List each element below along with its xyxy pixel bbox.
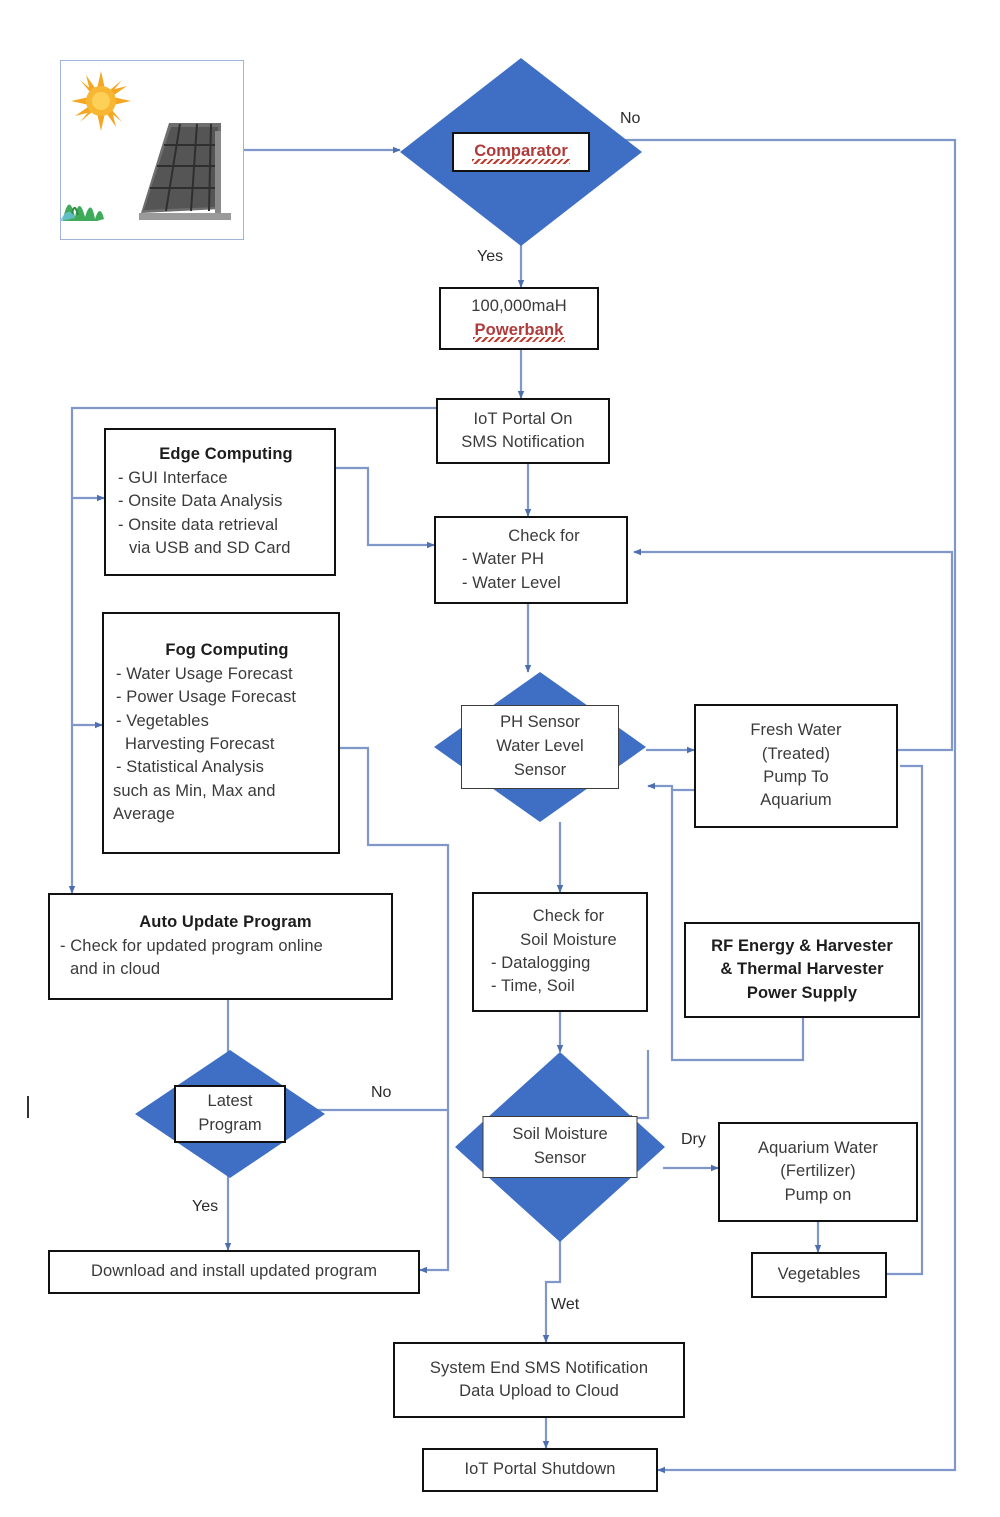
edge-computing-node[interactable]: Edge Computing - GUI Interface - Onsite …	[104, 428, 336, 576]
edge-fog-to-download-bus	[340, 746, 450, 1274]
auto-update-heading: Auto Update Program	[139, 913, 312, 932]
fog-computing-item-1: - Power Usage Forecast	[116, 688, 297, 707]
edge-computing-item-3: via USB and SD Card	[129, 539, 291, 558]
edge-label-soil-wet: Wet	[551, 1296, 580, 1313]
vegetables-node[interactable]: Vegetables	[751, 1252, 887, 1298]
edge-freshwater-to-checkwater	[633, 548, 954, 752]
check-soil-line4: - Time, Soil	[491, 977, 575, 996]
system-end-line1: System End SMS Notification	[429, 1358, 649, 1377]
auto-update-item-1: and in cloud	[70, 960, 161, 979]
iot-portal-line2: SMS Notification	[461, 433, 585, 451]
check-soil-line2: Soil Moisture	[520, 930, 617, 949]
fog-computing-item-4: - Statistical Analysis	[116, 758, 265, 777]
check-soil-node[interactable]: Check for Soil Moisture - Datalogging - …	[472, 892, 648, 1012]
system-end-line2: Data Upload to Cloud	[459, 1382, 619, 1400]
comparator-caption: Comparator	[452, 132, 590, 172]
fog-computing-item-0: - Water Usage Forecast	[116, 664, 293, 683]
fresh-water-line1: Fresh Water	[750, 721, 842, 740]
latest-program-caption: Latest Program	[174, 1085, 286, 1143]
ph-sensor-caption: PH Sensor Water Level Sensor	[461, 705, 619, 789]
edge-vegetables-feedback	[886, 764, 924, 1276]
edge-label-comparator-no: No	[620, 110, 641, 127]
edge-edge-to-checkwater	[336, 466, 435, 549]
latest-program-line2: Program	[198, 1116, 262, 1134]
powerbank-node[interactable]: 100,000maH Powerbank	[439, 287, 599, 350]
rf-energy-line1: RF Energy & Harvester	[711, 936, 893, 955]
aquarium-water-line2: (Fertilizer)	[780, 1162, 856, 1181]
fog-computing-item-3: Harvesting Forecast	[125, 735, 275, 753]
edge-computing-item-0: - GUI Interface	[118, 468, 228, 487]
fog-computing-heading: Fog Computing	[165, 641, 289, 660]
latest-program-decision[interactable]: Latest Program	[135, 1050, 325, 1178]
fog-computing-item-5: such as Min, Max and	[113, 781, 276, 800]
edge-comparator-no	[592, 138, 957, 1474]
aquarium-water-line1: Aquarium Water	[758, 1138, 878, 1157]
ph-sensor-decision[interactable]: PH Sensor Water Level Sensor	[434, 672, 646, 822]
iot-portal-on-node[interactable]: IoT Portal On SMS Notification	[436, 398, 610, 464]
auto-update-program-node[interactable]: Auto Update Program - Check for updated …	[48, 893, 393, 1000]
check-water-line3: - Water Level	[462, 573, 561, 592]
edge-computing-heading: Edge Computing	[159, 445, 293, 464]
edge-rf-to-freshwater-bus	[670, 790, 805, 1062]
soil-sensor-line1: Soil Moisture	[512, 1125, 608, 1144]
edge-label-latest-yes: Yes	[192, 1198, 219, 1215]
fog-computing-item-2: - Vegetables	[116, 711, 209, 730]
aquarium-water-node[interactable]: Aquarium Water (Fertilizer) Pump on	[718, 1122, 918, 1222]
edge-label-comparator-yes: Yes	[477, 248, 504, 265]
edge-soil-wet	[542, 1240, 562, 1343]
solar-panel-image	[60, 60, 244, 240]
fresh-water-line3: Pump To	[763, 768, 829, 786]
soil-sensor-caption: Soil Moisture Sensor	[482, 1116, 638, 1178]
portal-shutdown-label: IoT Portal Shutdown	[464, 1460, 616, 1479]
system-end-node[interactable]: System End SMS Notification Data Upload …	[393, 1342, 685, 1418]
ph-sensor-line2: Water Level	[496, 737, 584, 756]
powerbank-label: Powerbank	[472, 319, 566, 343]
rf-energy-node[interactable]: RF Energy & Harvester & Thermal Harveste…	[684, 922, 920, 1018]
iot-portal-line1: IoT Portal On	[473, 409, 573, 428]
edge-label-latest-no: No	[371, 1084, 392, 1101]
latest-program-line1: Latest	[207, 1092, 253, 1111]
fresh-water-line4: Aquarium	[760, 791, 832, 810]
fog-computing-item-6: Average	[113, 805, 175, 824]
aquarium-water-line3: Pump on	[784, 1185, 852, 1204]
edge-portal-to-edge	[70, 406, 436, 502]
check-soil-line1: Check for	[532, 907, 605, 926]
rf-energy-line2: & Thermal Harvester	[720, 960, 884, 979]
text-cursor-artifact	[27, 1096, 29, 1118]
auto-update-item-0: - Check for updated program online	[60, 936, 323, 955]
comparator-decision[interactable]: Comparator	[400, 58, 642, 246]
comparator-label: Comparator	[472, 140, 570, 164]
edge-computing-item-2: - Onsite data retrieval	[118, 515, 279, 534]
ph-sensor-line1: PH Sensor	[500, 713, 580, 732]
download-install-node[interactable]: Download and install updated program	[48, 1250, 420, 1294]
soil-sensor-line2: Sensor	[533, 1149, 587, 1167]
edge-label-soil-dry: Dry	[681, 1131, 706, 1148]
fog-computing-node[interactable]: Fog Computing - Water Usage Forecast - P…	[102, 612, 340, 854]
check-water-line2: - Water PH	[462, 550, 544, 569]
solar-panel-graphic	[61, 61, 243, 239]
check-water-line1: Check for	[508, 526, 580, 545]
powerbank-capacity: 100,000maH	[471, 297, 567, 316]
vegetables-label: Vegetables	[777, 1265, 861, 1284]
fresh-water-line2: (Treated)	[761, 744, 831, 763]
ph-sensor-line3: Sensor	[513, 760, 567, 779]
check-soil-line3: - Datalogging	[491, 954, 591, 972]
soil-moisture-sensor-decision[interactable]: Soil Moisture Sensor	[455, 1052, 665, 1242]
rf-energy-line3: Power Supply	[746, 983, 858, 1002]
fresh-water-node[interactable]: Fresh Water (Treated) Pump To Aquarium	[694, 704, 898, 828]
check-water-node[interactable]: Check for - Water PH - Water Level	[434, 516, 628, 604]
portal-shutdown-node[interactable]: IoT Portal Shutdown	[422, 1448, 658, 1492]
edge-freshwater-loop-to-phsensor	[647, 782, 694, 792]
download-install-label: Download and install updated program	[90, 1262, 378, 1281]
edge-bus-to-fog	[70, 498, 103, 729]
edge-computing-item-1: - Onsite Data Analysis	[118, 492, 283, 511]
